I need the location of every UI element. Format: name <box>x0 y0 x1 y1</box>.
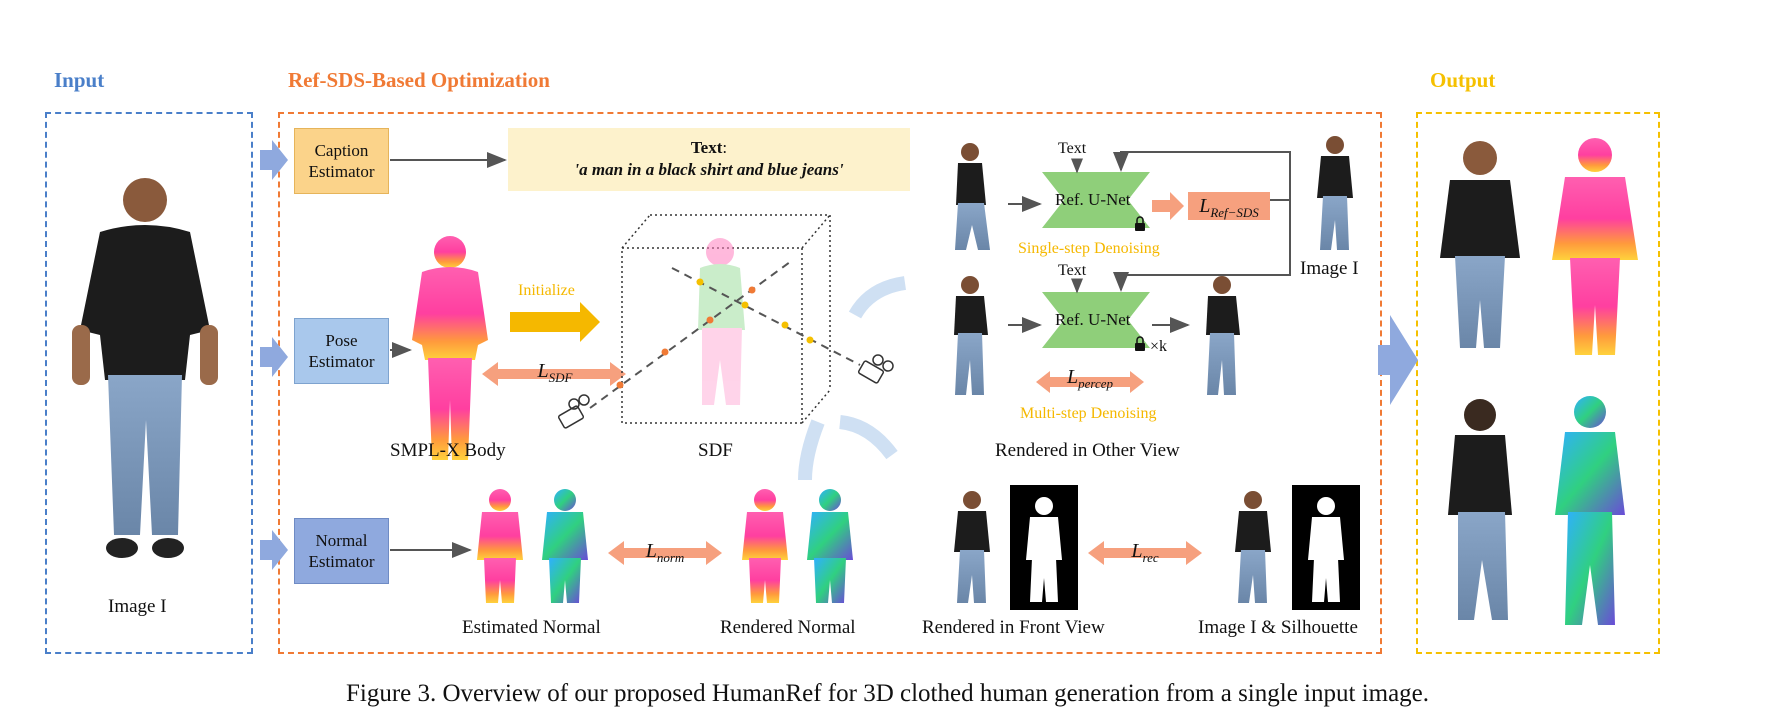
single-step-label: Single-step Denoising <box>1018 240 1160 257</box>
output-frame <box>1416 112 1660 654</box>
image-i-person-bottom <box>1235 491 1271 603</box>
optimization-section-title: Ref-SDS-Based Optimization <box>288 68 550 92</box>
input-person-figure <box>72 178 218 558</box>
initialize-arrow <box>510 302 600 342</box>
output-person-back <box>1448 399 1512 620</box>
text-prompt-value: 'a man in a black shirt and blue jeans' <box>574 160 844 179</box>
pose-estimator-box: Pose Estimator <box>294 318 389 384</box>
text-prompt-box: Text: 'a man in a black shirt and blue j… <box>508 128 910 191</box>
camera-ray-2 <box>671 267 861 366</box>
rendered-view-person-2 <box>954 276 988 395</box>
input-image-label: Image I <box>108 596 167 617</box>
output-person-front <box>1440 141 1520 348</box>
input-arrow-caption <box>260 140 288 180</box>
ref-sds-loss-box: LRef−SDS <box>1188 192 1270 220</box>
unet-shape-bottom <box>1042 292 1150 348</box>
percep-loss-label: Lpercep <box>1066 366 1113 391</box>
estimated-normal-label: Estimated Normal <box>462 617 601 638</box>
image-i-person-small <box>1317 136 1353 250</box>
multi-step-label: Multi-step Denoising <box>1020 405 1157 422</box>
unet-shape-top <box>1042 172 1150 228</box>
rendered-normal-rainbow <box>742 489 788 603</box>
unet-top-label: Ref. U-Net <box>1055 190 1131 209</box>
image-silhouette <box>1308 497 1344 602</box>
input-arrow-normal <box>260 530 288 570</box>
smplx-body-figure <box>412 236 488 460</box>
rendered-other-view-label: Rendered in Other View <box>995 440 1180 461</box>
normal-estimator-box: Normal Estimator <box>294 518 389 584</box>
times-k-label: ×k <box>1150 338 1168 355</box>
rec-loss-label: Lrec <box>1131 540 1159 565</box>
image-silhouette-label: Image I & Silhouette <box>1198 617 1358 638</box>
rendered-normal-normalmap <box>807 489 853 603</box>
output-section-title: Output <box>1430 68 1496 92</box>
rendered-view-person-1 <box>955 143 990 250</box>
caption-estimator-box: Caption Estimator <box>294 128 389 194</box>
rendered-normal-label: Rendered Normal <box>720 617 856 638</box>
text-prompt-label: Text <box>690 138 723 157</box>
camera-icon-left <box>557 394 590 429</box>
camera-icon-right <box>857 354 894 384</box>
lock-icon-top <box>1135 216 1145 231</box>
input-arrow-pose <box>260 337 288 377</box>
unet-top-text-label: Text <box>1058 140 1087 157</box>
sdf-loss-arrow <box>482 362 626 386</box>
input-section-title: Input <box>54 68 105 92</box>
estimated-normal-normalmap <box>542 489 588 603</box>
flow-arrow-right <box>839 415 898 460</box>
sdf-human-figure <box>698 238 745 405</box>
unet-bottom-text-label: Text <box>1058 262 1087 279</box>
front-silhouette <box>1026 497 1062 602</box>
front-view-person <box>954 491 990 603</box>
initialize-label: Initialize <box>518 282 575 299</box>
image-i-label-top: Image I <box>1300 258 1359 279</box>
sdf-loss-label: LSDF <box>537 360 573 385</box>
output-normal-back <box>1555 396 1625 625</box>
lock-icon-bottom <box>1135 336 1145 351</box>
optimization-frame <box>278 112 1382 654</box>
output-normal-front <box>1552 138 1638 355</box>
rendered-front-view-label: Rendered in Front View <box>922 617 1105 638</box>
smplx-body-label: SMPL-X Body <box>390 440 506 461</box>
rendered-view-person-3 <box>1206 276 1240 395</box>
unet-bottom-label: Ref. U-Net <box>1055 310 1131 329</box>
input-frame <box>45 112 253 654</box>
output-arrow <box>1378 315 1418 405</box>
norm-loss-label: Lnorm <box>645 540 685 565</box>
sdf-label: SDF <box>698 440 733 461</box>
flow-arrow-down <box>798 419 825 481</box>
rec-loss-arrow <box>1088 541 1202 565</box>
flow-arrow-up <box>848 276 907 319</box>
percep-loss-arrow <box>1036 371 1144 393</box>
norm-loss-arrow <box>608 541 722 565</box>
figure-caption: Figure 3. Overview of our proposed Human… <box>345 680 1430 707</box>
estimated-normal-rainbow <box>477 489 523 603</box>
